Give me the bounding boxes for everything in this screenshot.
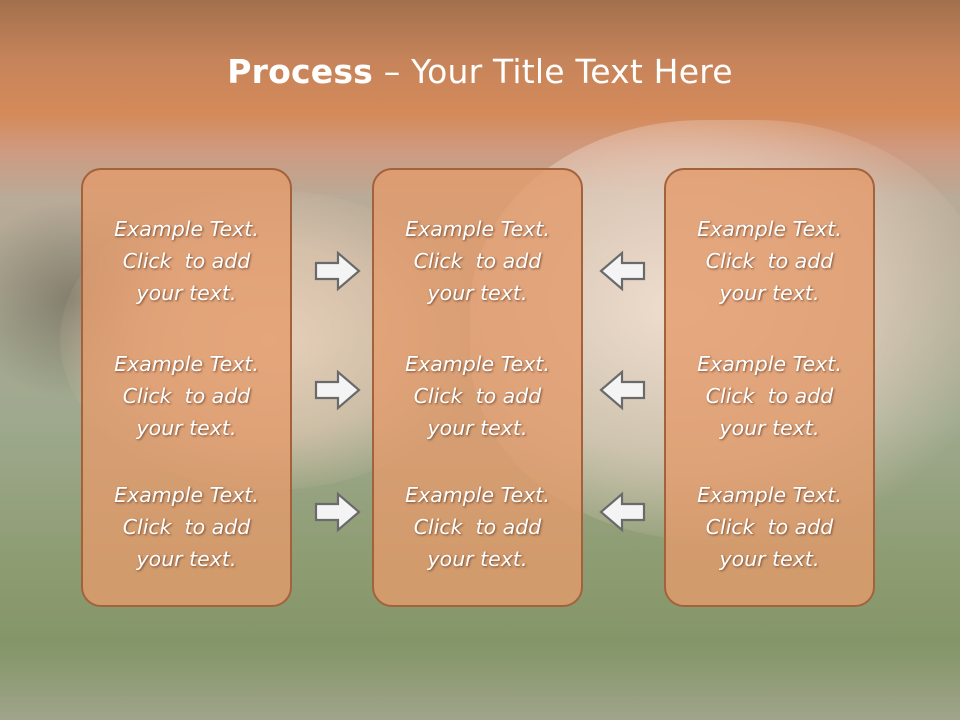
right-arrow-icon[interactable] xyxy=(314,491,362,533)
text-line: Example Text. xyxy=(405,352,550,376)
text-line: Click to add xyxy=(705,384,834,408)
text-line: Example Text. xyxy=(405,217,550,241)
text-line: Example Text. xyxy=(697,352,842,376)
text-line: Click to add xyxy=(122,515,251,539)
text-line: Click to add xyxy=(413,384,542,408)
text-line: Example Text. xyxy=(405,483,550,507)
text-line: your text. xyxy=(136,281,237,305)
right-arrow-icon[interactable] xyxy=(314,369,362,411)
text-line: Click to add xyxy=(122,384,251,408)
text-placeholder[interactable]: Example Text. Click to add your text. xyxy=(666,348,873,444)
text-line: Example Text. xyxy=(114,217,259,241)
right-arrow-icon[interactable] xyxy=(314,250,362,292)
text-line: Example Text. xyxy=(114,483,259,507)
text-line: your text. xyxy=(136,416,237,440)
left-arrow-icon[interactable] xyxy=(598,491,646,533)
text-line: Click to add xyxy=(413,249,542,273)
text-line: Click to add xyxy=(413,515,542,539)
text-line: your text. xyxy=(136,547,237,571)
text-line: your text. xyxy=(427,281,528,305)
left-arrow-icon[interactable] xyxy=(598,250,646,292)
text-placeholder[interactable]: Example Text. Click to add your text. xyxy=(374,213,581,309)
title-rest: – Your Title Text Here xyxy=(373,52,733,91)
text-line: your text. xyxy=(719,547,820,571)
left-text-box[interactable]: Example Text. Click to add your text. Ex… xyxy=(81,168,292,607)
text-placeholder[interactable]: Example Text. Click to add your text. xyxy=(374,348,581,444)
text-placeholder[interactable]: Example Text. Click to add your text. xyxy=(666,479,873,575)
text-line: your text. xyxy=(427,547,528,571)
text-line: your text. xyxy=(719,416,820,440)
text-line: Click to add xyxy=(122,249,251,273)
left-arrow-icon[interactable] xyxy=(598,369,646,411)
text-placeholder[interactable]: Example Text. Click to add your text. xyxy=(374,479,581,575)
text-placeholder[interactable]: Example Text. Click to add your text. xyxy=(83,213,290,309)
text-line: Example Text. xyxy=(697,483,842,507)
text-line: Example Text. xyxy=(697,217,842,241)
text-line: your text. xyxy=(427,416,528,440)
title-bold: Process xyxy=(227,52,374,91)
right-text-box[interactable]: Example Text. Click to add your text. Ex… xyxy=(664,168,875,607)
text-placeholder[interactable]: Example Text. Click to add your text. xyxy=(83,348,290,444)
text-line: Click to add xyxy=(705,515,834,539)
slide-title[interactable]: Process – Your Title Text Here xyxy=(0,52,960,91)
text-line: your text. xyxy=(719,281,820,305)
text-placeholder[interactable]: Example Text. Click to add your text. xyxy=(666,213,873,309)
text-placeholder[interactable]: Example Text. Click to add your text. xyxy=(83,479,290,575)
text-line: Example Text. xyxy=(114,352,259,376)
text-line: Click to add xyxy=(705,249,834,273)
center-text-box[interactable]: Example Text. Click to add your text. Ex… xyxy=(372,168,583,607)
